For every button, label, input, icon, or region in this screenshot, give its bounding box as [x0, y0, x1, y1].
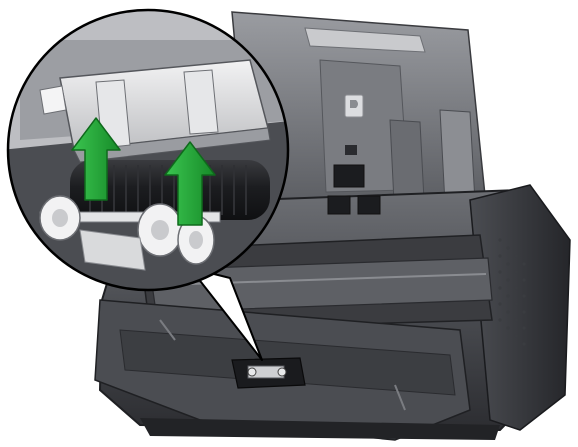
roller-cover [39, 59, 271, 163]
side-vents [498, 238, 526, 346]
center-sensors [327, 145, 381, 215]
up-arrow-icon [164, 141, 216, 226]
lower-roller-module [231, 357, 306, 389]
roller-shaft [39, 195, 221, 271]
up-arrow-icon [71, 117, 121, 201]
side-panel [469, 184, 571, 431]
callout-magnifier [6, 8, 290, 292]
document-icon [344, 94, 364, 118]
